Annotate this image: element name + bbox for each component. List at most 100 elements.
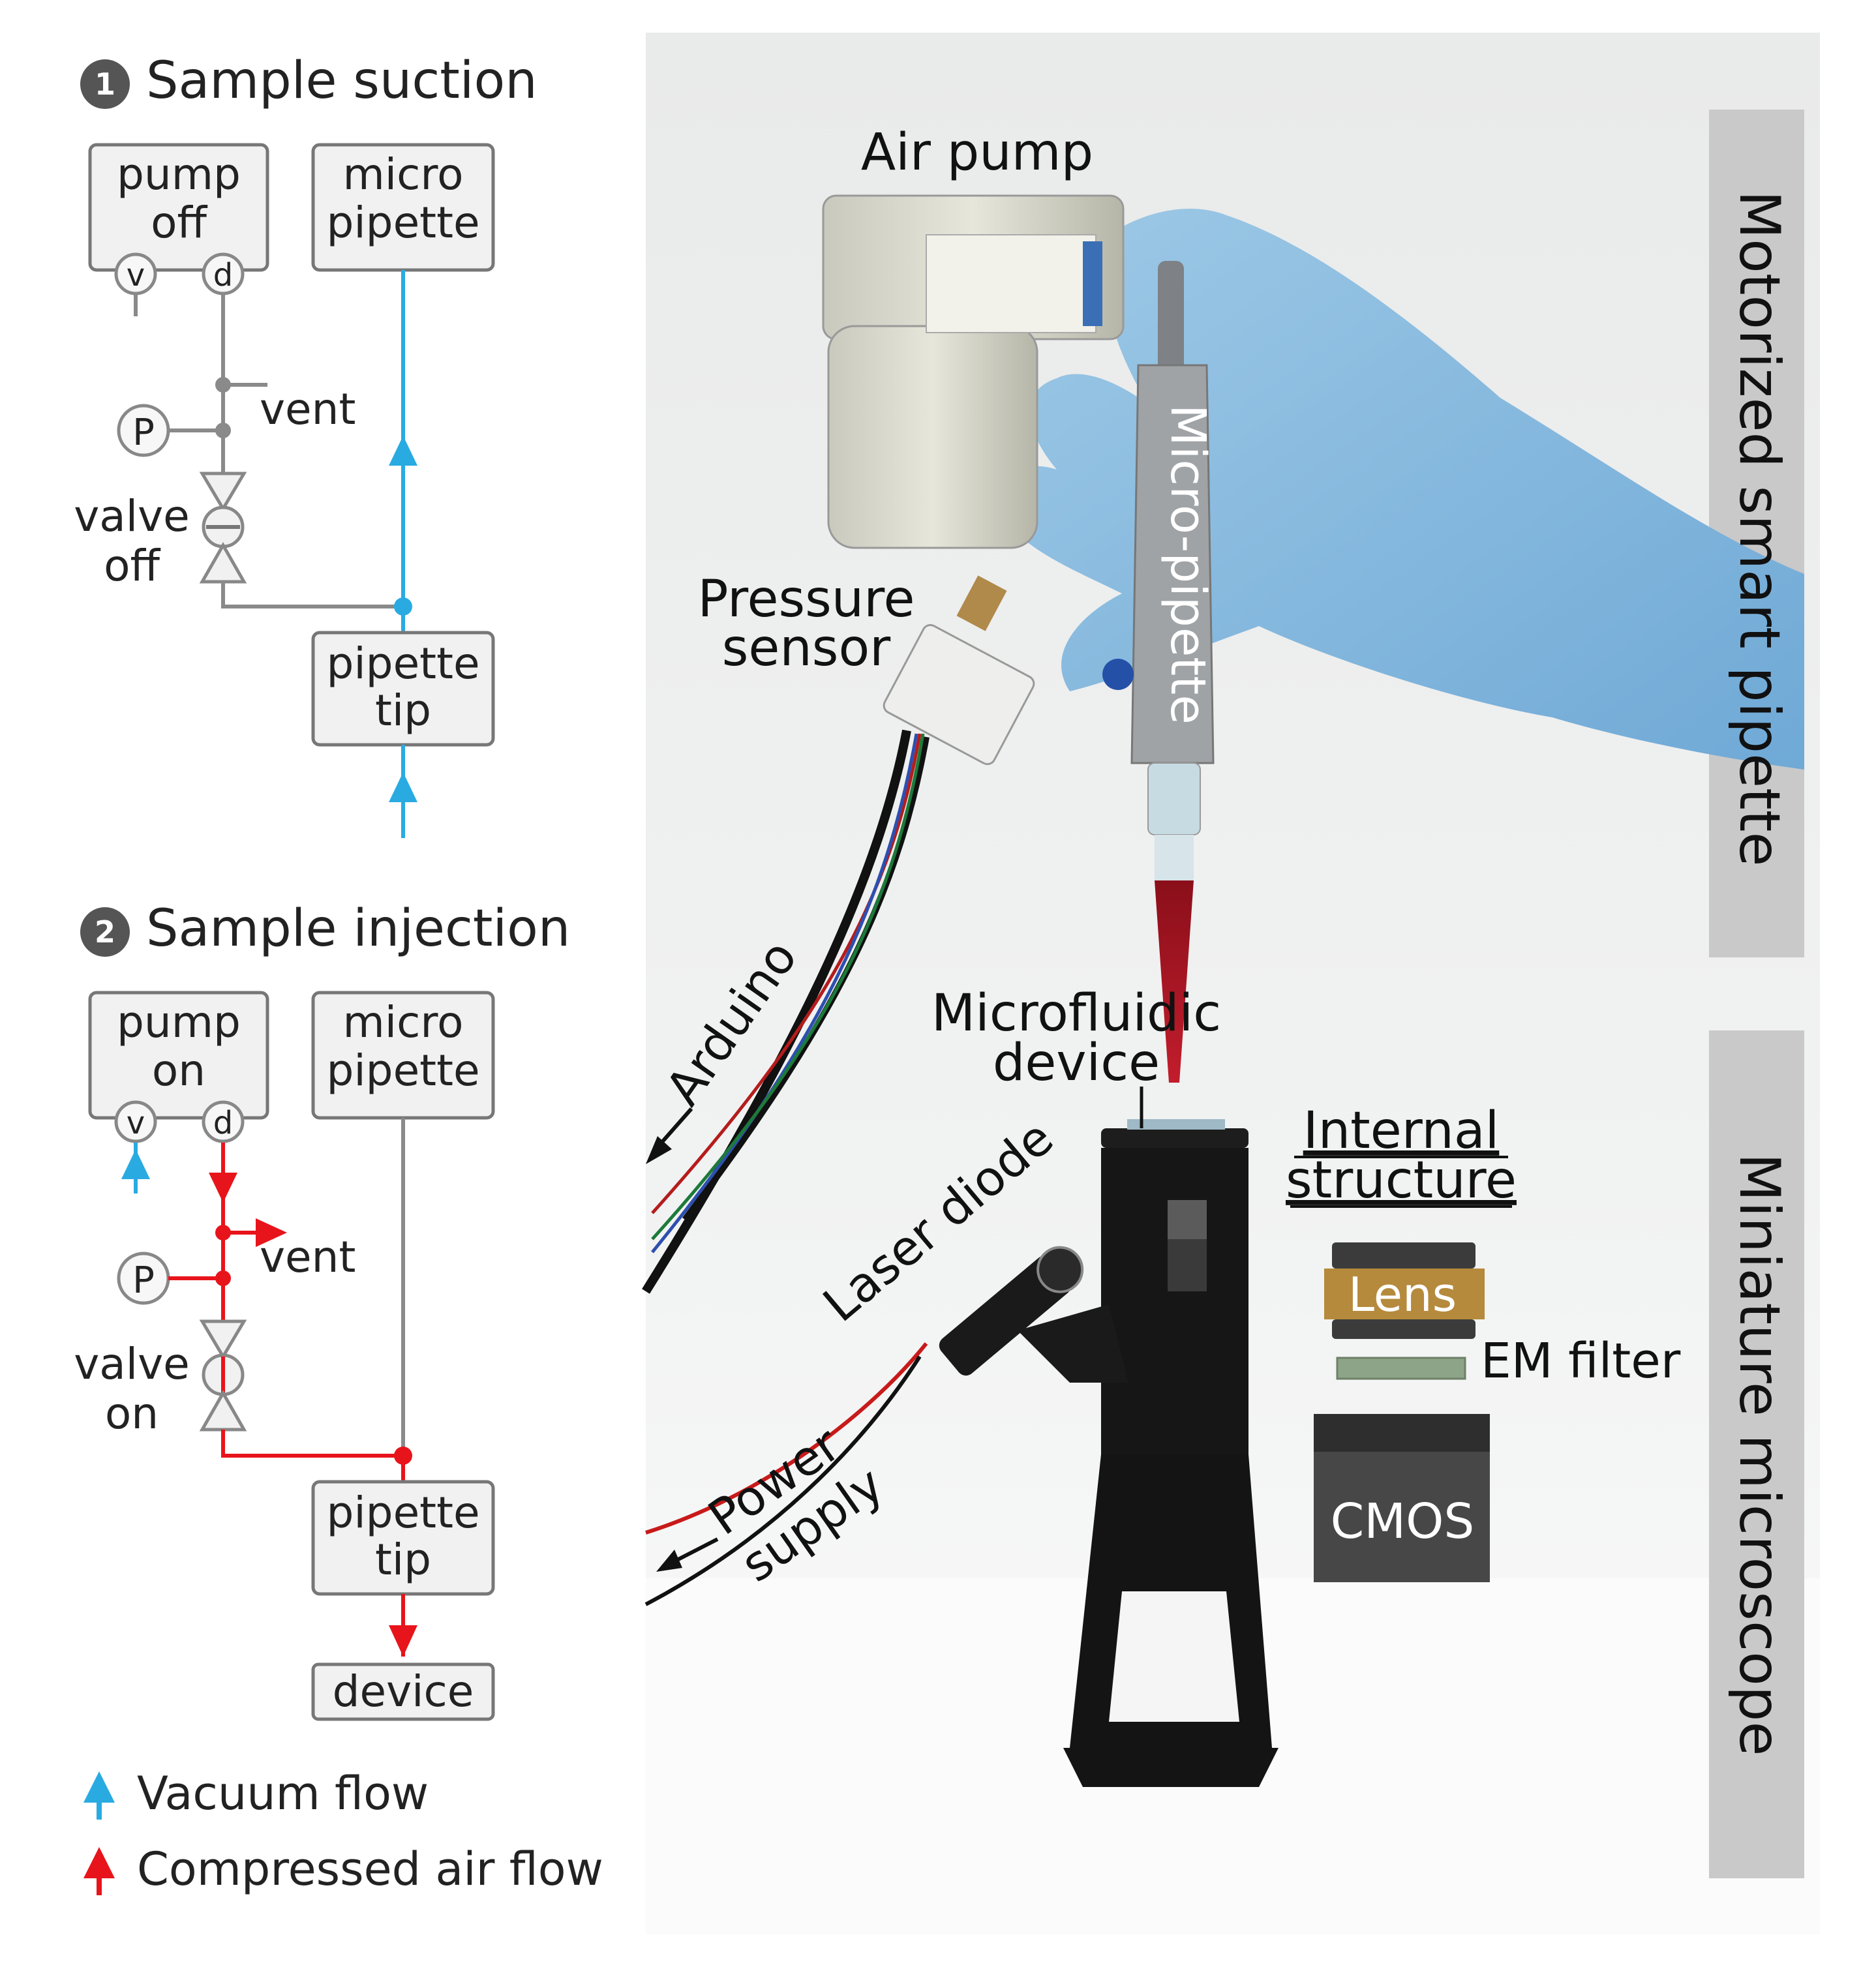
label-internal-2: structure [1286, 1151, 1517, 1210]
step1-pump-label-1: pump [117, 149, 241, 200]
power-cable-red [645, 1342, 928, 1535]
step1-junction-node [394, 597, 412, 616]
microscope-window [1168, 1200, 1207, 1239]
label-em-filter: EM filter [1481, 1333, 1681, 1389]
step2-v-inlet-arrow [121, 1149, 150, 1179]
label-pressure-1: Pressure [697, 570, 915, 629]
step1-micropipette-label-2: pipette [326, 198, 479, 248]
step1-vent-node [215, 377, 231, 393]
label-lens: Lens [1348, 1267, 1457, 1322]
label-cmos: CMOS [1331, 1494, 1475, 1550]
step1-valve-label-2: off [104, 541, 160, 591]
step2-valve-label-2: on [105, 1389, 159, 1439]
step1-title: Sample suction [146, 52, 537, 110]
lens-top [1332, 1242, 1475, 1269]
step2-number: 2 [95, 914, 115, 950]
microscope-top-cap [1101, 1128, 1248, 1148]
lens-bottom [1332, 1319, 1475, 1339]
legend-compressed-arrow [83, 1847, 115, 1878]
legend-vacuum-arrow [83, 1771, 115, 1803]
label-miniature-microscope: Miniature microscope [1727, 1153, 1792, 1756]
step2-valve-label-1: valve [74, 1339, 190, 1389]
lens-body [1324, 1269, 1485, 1319]
step1-valve-to-junction [221, 582, 403, 608]
label-microfluidic-2: device [993, 1034, 1160, 1092]
label-microfluidic-1: Microfluidic [931, 984, 1221, 1043]
pressure-fitting [956, 575, 1007, 631]
air-pump-motor [827, 325, 1038, 549]
step2-pressure-node [215, 1270, 231, 1286]
micropipette-body [1130, 364, 1215, 764]
step2-port-v-label: v [127, 1105, 145, 1141]
cmos-top [1314, 1414, 1490, 1454]
step2-tip-label-2: tip [375, 1535, 431, 1585]
step2-port-d-label: d [213, 1105, 233, 1141]
step2-port-d [202, 1100, 245, 1143]
sidebar-miniature-band [1709, 1030, 1804, 1878]
microfluidic-chip [1127, 1119, 1225, 1130]
photo-panel: Air pump Pressure sensor Micro-pipette M… [642, 33, 1820, 1934]
cmos-body [1314, 1452, 1490, 1582]
step2-micropipette-label-1: micro [343, 997, 464, 1047]
sidebar-motorized-band [1709, 110, 1804, 957]
step1-pump-box [88, 143, 269, 272]
cable-green [651, 733, 925, 1240]
label-motorized-pipette: Motorized smart pipette [1727, 190, 1792, 866]
stopcock-valve [1102, 659, 1134, 690]
step2-pressure-label: P [132, 1259, 155, 1302]
micropipette-plunger [1158, 261, 1184, 378]
step1-port-d-label: d [213, 257, 233, 293]
step2-tip-to-device-arrow [389, 1625, 417, 1657]
micropipette-tip-base [1155, 835, 1194, 880]
pressure-sensor [883, 623, 1035, 766]
step2-tip-label-1: pipette [326, 1488, 479, 1538]
laser-diode-arm [939, 1246, 1084, 1376]
legend: Vacuum flow Compressed air flow [83, 1767, 603, 1896]
cable-red [651, 733, 922, 1214]
microscope-internal-lens [1168, 1239, 1207, 1291]
step2-vent-arrow [256, 1218, 287, 1247]
step1-valve-label-1: valve [74, 491, 190, 541]
step2-title: Sample injection [146, 899, 570, 958]
step1-pump-label-2: off [151, 198, 207, 248]
legend-vacuum-label: Vacuum flow [137, 1767, 429, 1820]
step2-micropipette-label-2: pipette [326, 1045, 479, 1096]
step2-port-v [114, 1100, 157, 1143]
microscope-stand-cutout [1109, 1591, 1239, 1722]
step1-micropipette-label-1: micro [343, 149, 464, 200]
step2-vent-label: vent [260, 1232, 356, 1282]
step1-pressure-node [215, 423, 231, 438]
step2-pump-label-2: on [152, 1045, 205, 1096]
label-air-pump: Air pump [861, 123, 1093, 182]
legend-compressed-label: Compressed air flow [137, 1842, 603, 1896]
step2-diagram: 2 Sample injection pump on v d micro pip… [74, 899, 570, 1721]
step2-valve-bottom [199, 1389, 247, 1432]
air-pump-sticker [926, 234, 1097, 333]
step1-vacuum-arrow-up [389, 436, 417, 466]
step1-number-badge [80, 59, 130, 109]
arduino-arrowhead [646, 1136, 672, 1164]
power-arrow-line [671, 1537, 719, 1565]
step2-pump-box [88, 991, 269, 1120]
micropipette-tip-sample [1155, 880, 1194, 1083]
step1-diagram: 1 Sample suction pump off v d micro pipe… [74, 52, 537, 838]
label-pressure-2: sensor [722, 619, 891, 678]
step2-valve-to-junction [221, 1430, 403, 1458]
step2-device-box [311, 1662, 495, 1721]
em-filter-plate [1336, 1357, 1466, 1380]
step2-pump-label-1: pump [117, 997, 241, 1047]
step2-number-badge [80, 907, 130, 957]
step1-valve-bottom [199, 541, 247, 584]
step2-pump-out-arrow [209, 1173, 237, 1203]
power-cable-black [644, 1355, 922, 1606]
label-micro-pipette: Micro-pipette [1160, 404, 1216, 725]
cable-black-2 [642, 729, 911, 1294]
step1-number: 1 [95, 67, 115, 102]
micropipette-nozzle [1147, 762, 1201, 835]
step2-valve-top [199, 1319, 247, 1360]
cable-blue [651, 733, 918, 1254]
step2-device-label: device [333, 1666, 474, 1717]
air-pump-sticker-stripe [1083, 241, 1102, 326]
microscope-base [1063, 1748, 1278, 1787]
